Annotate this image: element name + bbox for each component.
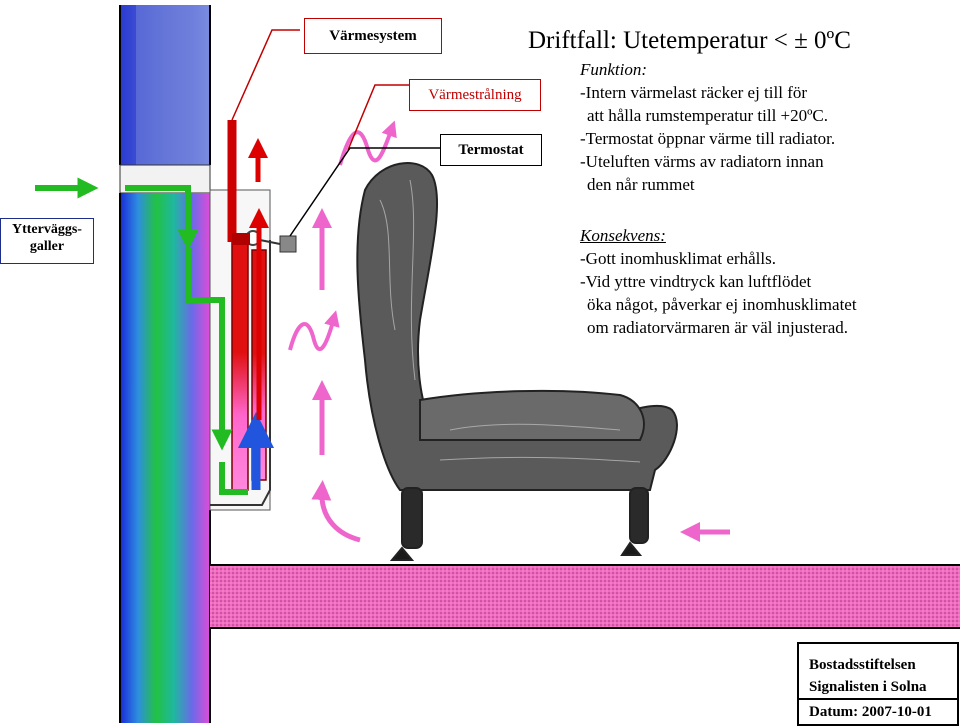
wall-grille-text-2: galler [29, 239, 65, 254]
heating-system-label: Värmesystem [304, 18, 442, 54]
consequence-line: -Gott inomhusklimat erhålls. [580, 249, 776, 268]
radiation-squiggle-upper [338, 120, 397, 166]
function-heading: Funktion: [580, 60, 648, 79]
function-line: den når rummet [587, 175, 695, 194]
thermostat-text: Termostat [458, 142, 524, 158]
room-air-arrow-curve [311, 480, 361, 543]
function-line: -Termostat öppnar värme till radiator. [580, 129, 836, 148]
function-line: -Intern värmelast räcker ej till för [580, 83, 808, 102]
function-line: att hålla rumstemperatur till +20ºC. [587, 106, 828, 125]
thermostat-leader [289, 147, 440, 237]
consequence-line: -Vid yttre vindtryck kan luftflödet [580, 272, 812, 291]
floor-slab [210, 565, 960, 628]
consequence-block: Konsekvens: -Gott inomhusklimat erhålls.… [580, 224, 857, 339]
exterior-wall [120, 193, 210, 723]
footer-date: Datum: 2007-10-01 [799, 698, 957, 724]
thermostat-sensor [279, 235, 297, 253]
footer-org-line2: Signalisten i Solna [809, 679, 927, 695]
footer-box: Bostadsstiftelsen Signalisten i Solna Da… [797, 642, 959, 726]
heat-radiation-label: Värmestrålning [409, 79, 541, 111]
radiator-panel [231, 239, 249, 491]
consequence-line: öka något, påverkar ej inomhusklimatet [587, 295, 857, 314]
consequence-line: om radiatorvärmaren är väl injusterad. [587, 318, 849, 337]
heating-system-text: Värmesystem [329, 28, 417, 44]
wall-grille-text-1: Ytterväggs- [12, 222, 82, 237]
thermostat-label: Termostat [440, 134, 542, 166]
function-block: Funktion: -Intern värmelast räcker ej ti… [580, 58, 835, 196]
consequence-heading: Konsekvens: [580, 226, 666, 245]
radiation-squiggle-lower [288, 310, 340, 351]
heating-system-leader [231, 29, 300, 121]
heat-radiation-leader [347, 84, 410, 151]
heat-radiation-text: Värmestrålning [428, 87, 522, 103]
wall-grille-label: Ytterväggs- galler [0, 218, 94, 264]
outdoor-air-path [125, 185, 199, 251]
armchair [356, 162, 678, 561]
footer-org-line1: Bostadsstiftelsen [809, 657, 916, 673]
page-title: Driftfall: Utetemperatur < ± 0ºC [528, 27, 851, 54]
function-line: -Uteluften värms av radiatorn innan [580, 152, 824, 171]
